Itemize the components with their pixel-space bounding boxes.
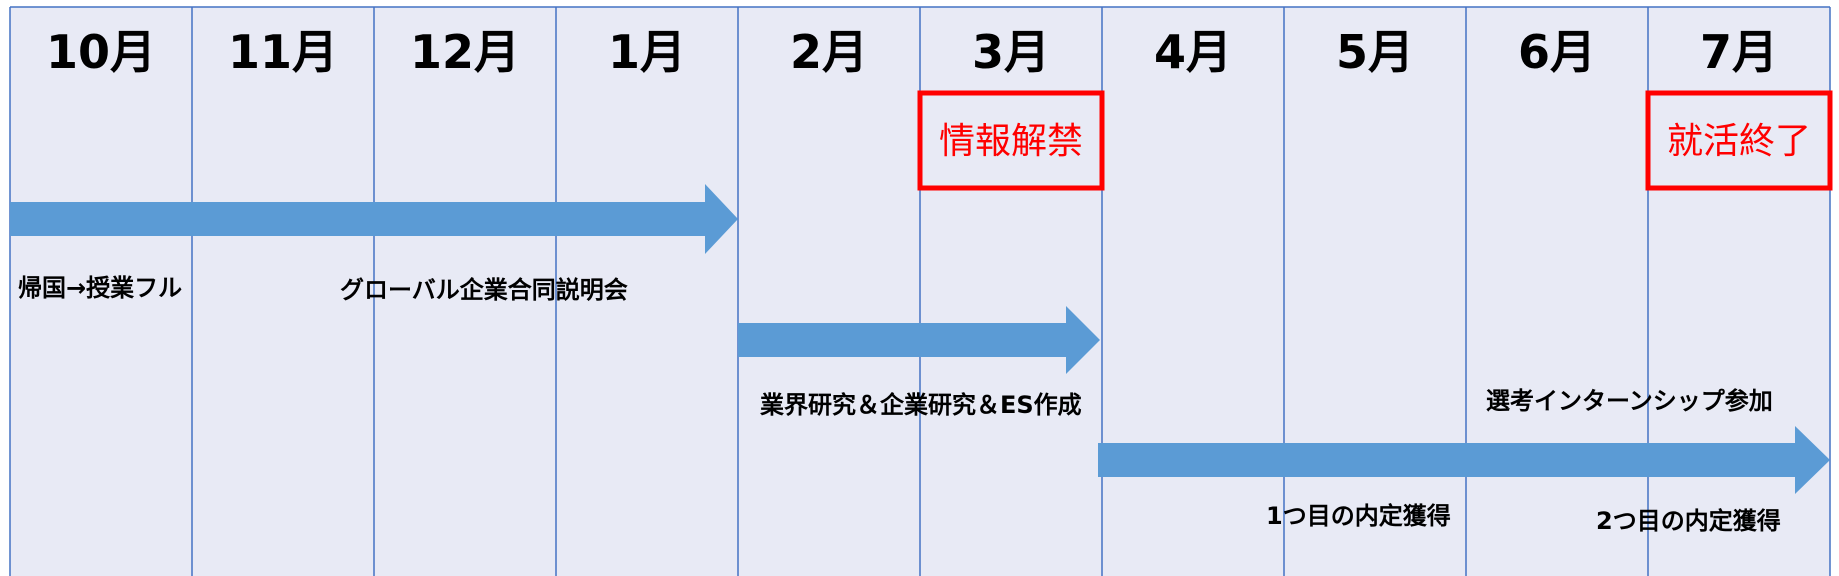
month-label-feb: 2月 <box>790 25 868 79</box>
callout-info-release-label: 情報解禁 <box>939 121 1083 162</box>
month-label-may: 5月 <box>1336 25 1414 79</box>
callout-job-hunt-end: 就活終了 <box>1645 90 1833 191</box>
callout-box <box>917 90 1105 191</box>
event-second-offer-label: 2つ目の内定獲得 <box>1596 507 1781 535</box>
event-return-classes-label: 帰国→授業フル <box>18 274 182 302</box>
month-label-oct: 10月 <box>46 25 156 79</box>
month-label-dec: 12月 <box>410 25 520 79</box>
month-grid <box>9 6 1831 576</box>
month-label-jun: 6月 <box>1518 25 1596 79</box>
arrow-apr-to-jul <box>1098 426 1830 494</box>
arrow-oct-to-feb <box>10 184 738 254</box>
month-label-jan: 1月 <box>608 25 686 79</box>
event-research-es-label: 業界研究＆企業研究＆ES作成 <box>760 391 1082 419</box>
event-internship-label: 選考インターンシップ参加 <box>1486 387 1773 415</box>
month-headers: 10月 11月 12月 1月 2月 3月 4月 5月 6月 7月 <box>46 25 1778 79</box>
event-global-fair-label: グローバル企業合同説明会 <box>340 276 628 304</box>
callout-box <box>1645 90 1833 191</box>
month-label-jul: 7月 <box>1700 25 1778 79</box>
arrow-feb-to-apr <box>738 306 1100 374</box>
month-label-nov: 11月 <box>228 25 338 79</box>
callout-job-hunt-end-label: 就活終了 <box>1667 121 1811 162</box>
callout-info-release: 情報解禁 <box>917 90 1105 191</box>
month-label-apr: 4月 <box>1154 25 1232 79</box>
month-label-mar: 3月 <box>972 25 1050 79</box>
event-first-offer-label: 1つ目の内定獲得 <box>1266 502 1451 530</box>
